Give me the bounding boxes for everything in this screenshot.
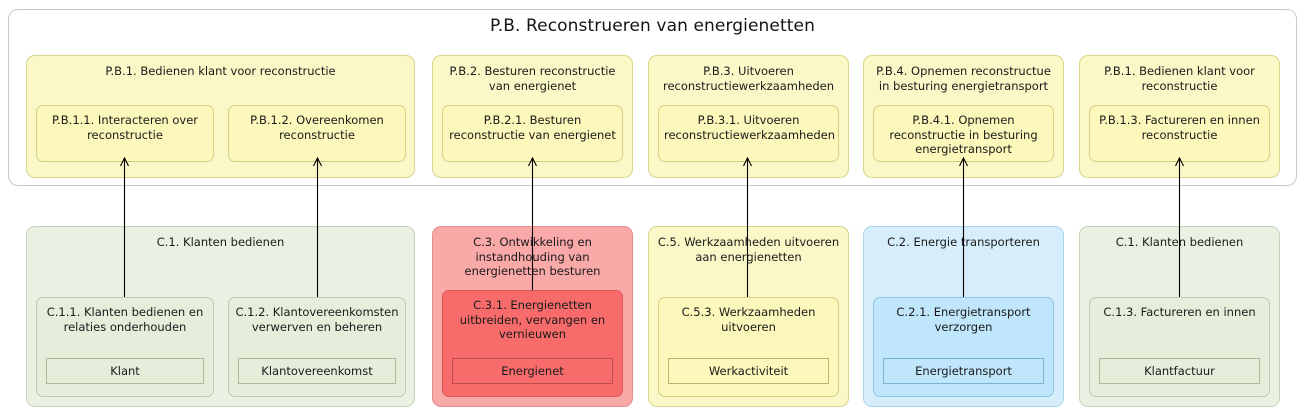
capability-group-4-label: C.1. Klanten bedienen bbox=[1115, 235, 1244, 249]
capability-item-c-3-1-label: C.3.1. Energienetten uitbreiden, vervang… bbox=[459, 298, 606, 341]
process-item-pb-1-1[interactable]: P.B.1.1. Interacteren over reconstructie bbox=[36, 105, 214, 162]
object-klant[interactable]: Klant bbox=[46, 358, 204, 384]
capability-group-2-label: C.5. Werkzaamheden uitvoeren aan energie… bbox=[657, 235, 840, 264]
process-item-pb-1-3-label: P.B.1.3. Factureren en innen reconstruct… bbox=[1099, 113, 1260, 142]
process-item-pb-3-1[interactable]: P.B.3.1. Uitvoeren reconstructiewerkzaam… bbox=[658, 105, 839, 162]
capability-item-c-1-2-label: C.1.2. Klantovereenkomsten verwerven en … bbox=[235, 305, 399, 334]
capability-group-3-label: C.2. Energie transporteren bbox=[887, 235, 1040, 249]
process-group-4-label: P.B.1. Bedienen klant voor reconstructie bbox=[1104, 64, 1255, 93]
process-item-pb-1-2-label: P.B.1.2. Overeenkomen reconstructie bbox=[250, 113, 384, 142]
process-group-1-label: P.B.2. Besturen reconstructie van energi… bbox=[449, 64, 616, 93]
capability-item-c-1-1-label: C.1.1. Klanten bedienen en relaties onde… bbox=[46, 305, 204, 334]
process-group-3-label: P.B.4. Opnemen reconstructue in besturin… bbox=[876, 64, 1051, 93]
process-item-pb-1-3[interactable]: P.B.1.3. Factureren en innen reconstruct… bbox=[1089, 105, 1270, 162]
object-energienet[interactable]: Energienet bbox=[452, 358, 613, 384]
process-group-2-label: P.B.3. Uitvoeren reconstructiewerkzaamhe… bbox=[662, 64, 835, 93]
process-item-pb-1-1-label: P.B.1.1. Interacteren over reconstructie bbox=[51, 113, 199, 142]
process-item-pb-1-2[interactable]: P.B.1.2. Overeenkomen reconstructie bbox=[228, 105, 406, 162]
object-werkactiviteit[interactable]: Werkactiviteit bbox=[668, 358, 829, 384]
diagram-title: P.B. Reconstrueren van energienetten bbox=[490, 16, 815, 36]
process-group-0-label: P.B.1. Bedienen klant voor reconstructie bbox=[105, 64, 336, 78]
capability-group-0-label: C.1. Klanten bedienen bbox=[156, 235, 285, 249]
object-klantovereenkomst[interactable]: Klantovereenkomst bbox=[238, 358, 396, 384]
object-klantfactuur[interactable]: Klantfactuur bbox=[1099, 358, 1260, 384]
process-item-pb-4-1[interactable]: P.B.4.1. Opnemen reconstructie in bestur… bbox=[873, 105, 1054, 162]
object-energietransport[interactable]: Energietransport bbox=[883, 358, 1044, 384]
process-item-pb-3-1-label: P.B.3.1. Uitvoeren reconstructiewerkzaam… bbox=[664, 113, 836, 142]
capability-item-c-2-1-label: C.2.1. Energietransport verzorgen bbox=[896, 305, 1031, 334]
capability-group-1-label: C.3. Ontwikkeling en instandhouding van … bbox=[464, 235, 601, 278]
capability-item-c-5-3-label: C.5.3. Werkzaamheden uitvoeren bbox=[681, 305, 816, 334]
process-item-pb-2-1[interactable]: P.B.2.1. Besturen reconstructie van ener… bbox=[442, 105, 623, 162]
process-item-pb-4-1-label: P.B.4.1. Opnemen reconstructie in bestur… bbox=[889, 113, 1038, 156]
process-item-pb-2-1-label: P.B.2.1. Besturen reconstructie van ener… bbox=[449, 113, 616, 142]
capability-item-c-1-3-label: C.1.3. Factureren en innen bbox=[1103, 305, 1256, 319]
